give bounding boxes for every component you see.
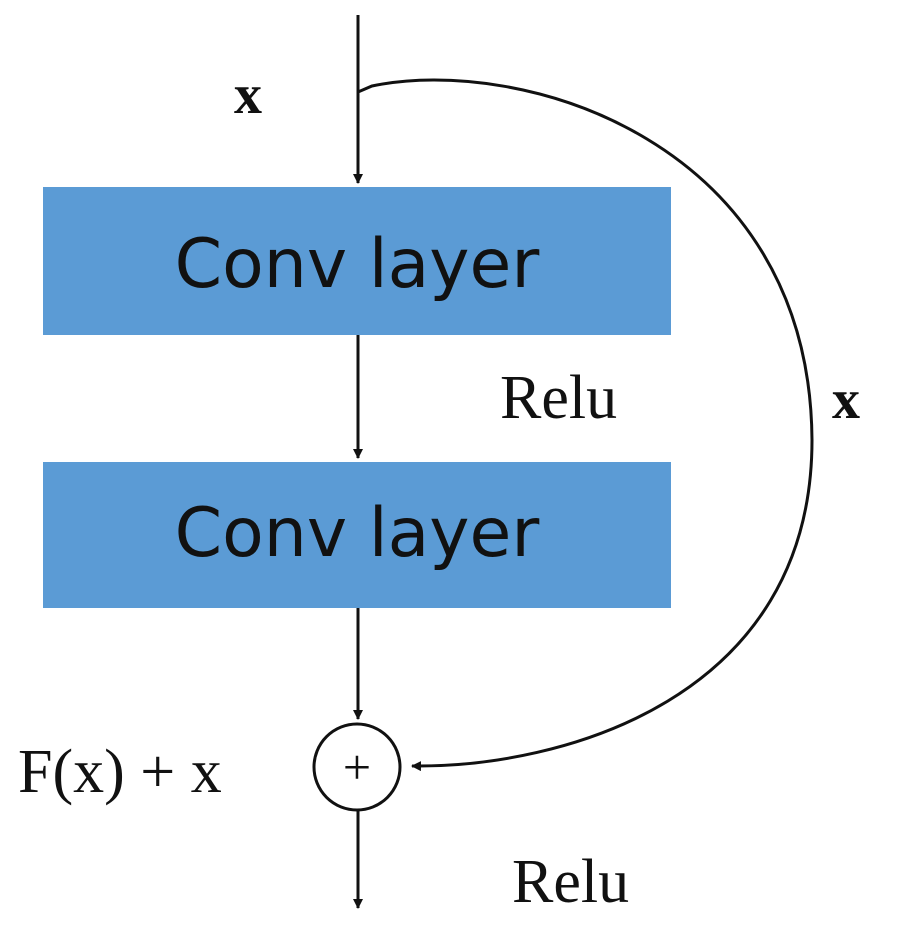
conv-layer-1-label: Conv layer xyxy=(175,225,540,304)
input-x-label: x xyxy=(234,64,262,126)
skip-x-label: x xyxy=(832,369,860,431)
conv-layer-box-2 xyxy=(43,462,671,608)
relu-mid-label: Relu xyxy=(500,364,617,432)
sum-symbol: + xyxy=(343,739,371,795)
sum-label: F(x) + x xyxy=(18,738,222,806)
conv-layer-2-label: Conv layer xyxy=(175,494,540,573)
conv-layer-box-1 xyxy=(43,187,671,335)
relu-out-label: Relu xyxy=(512,848,629,916)
skip-connection-arc xyxy=(357,78,814,772)
